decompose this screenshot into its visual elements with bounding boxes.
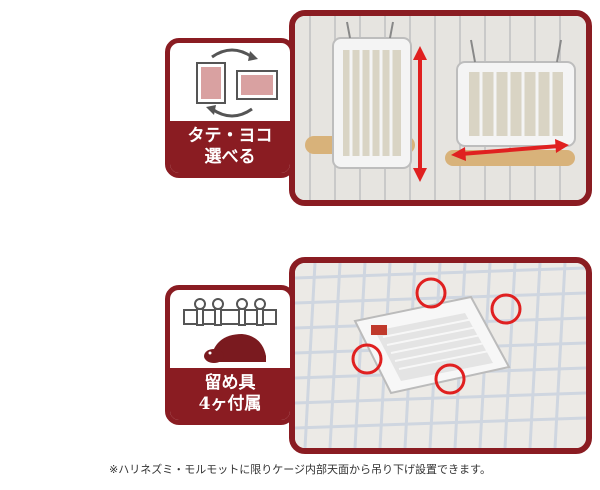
orientation-badge-line1: タテ・ヨコ [187,126,273,146]
fastener-badge: 留め具 4ヶ付属 [165,285,295,425]
rotate-orientation-icon [196,48,278,118]
orientation-badge: タテ・ヨコ 選べる [165,38,295,178]
top-mount-illustration [295,263,586,448]
orientation-badge-label: タテ・ヨコ 選べる [170,121,290,173]
footnote-caption: ※ハリネズミ・モルモットに限りケージ内部天面から吊り下げ設置できます。 [109,463,491,476]
fastener-badge-line1: 留め具 [204,373,256,393]
fastener-badge-label: 留め具 4ヶ付属 [170,368,290,420]
cage-heater-photo-top [289,10,592,206]
fastener-hedgehog-icon [183,298,277,363]
heater-orientation-illustration [295,16,586,200]
orientation-badge-line2: 選べる [204,147,256,167]
fastener-badge-line2: 4ヶ付属 [198,394,262,414]
cage-top-mount-photo [289,257,592,454]
